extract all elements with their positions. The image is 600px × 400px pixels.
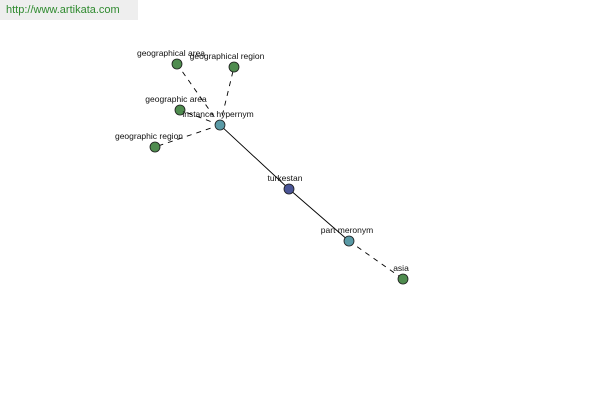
node-label-turkestan: turkestan (268, 173, 303, 183)
node-label-geographic-region: geographic region (115, 131, 183, 141)
edge-turkestan-to-instance-hypernym (219, 124, 290, 190)
edge-turkestan-to-part-meronym (288, 188, 350, 242)
node-turkestan[interactable] (283, 183, 295, 195)
edge-instance-hypernym-to-geographical-area (176, 63, 221, 126)
node-label-instance-hypernym: instance hypernym (182, 109, 253, 119)
node-geographical-area[interactable] (171, 58, 183, 70)
edge-part-meronym-to-asia (348, 240, 404, 280)
node-label-geographic-area: geographic area (145, 94, 207, 104)
edge-instance-hypernym-to-geographic-area (179, 109, 221, 126)
node-label-part-meronym: part meronym (321, 225, 373, 235)
node-asia[interactable] (397, 273, 409, 285)
node-part-meronym[interactable] (343, 235, 355, 247)
node-label-geographical-area: geographical area (137, 48, 205, 58)
node-label-geographical-region: geographical region (190, 51, 265, 61)
node-geographic-region[interactable] (149, 141, 161, 153)
node-instance-hypernym[interactable] (214, 119, 226, 131)
edge-layer (154, 63, 404, 280)
edge-instance-hypernym-to-geographic-region (154, 124, 221, 148)
site-url-watermark[interactable]: http://www.artikata.com (0, 0, 138, 20)
node-layer (149, 58, 409, 285)
node-geographic-area[interactable] (174, 104, 186, 116)
node-label-asia: asia (393, 263, 409, 273)
node-geographical-region[interactable] (228, 61, 240, 73)
